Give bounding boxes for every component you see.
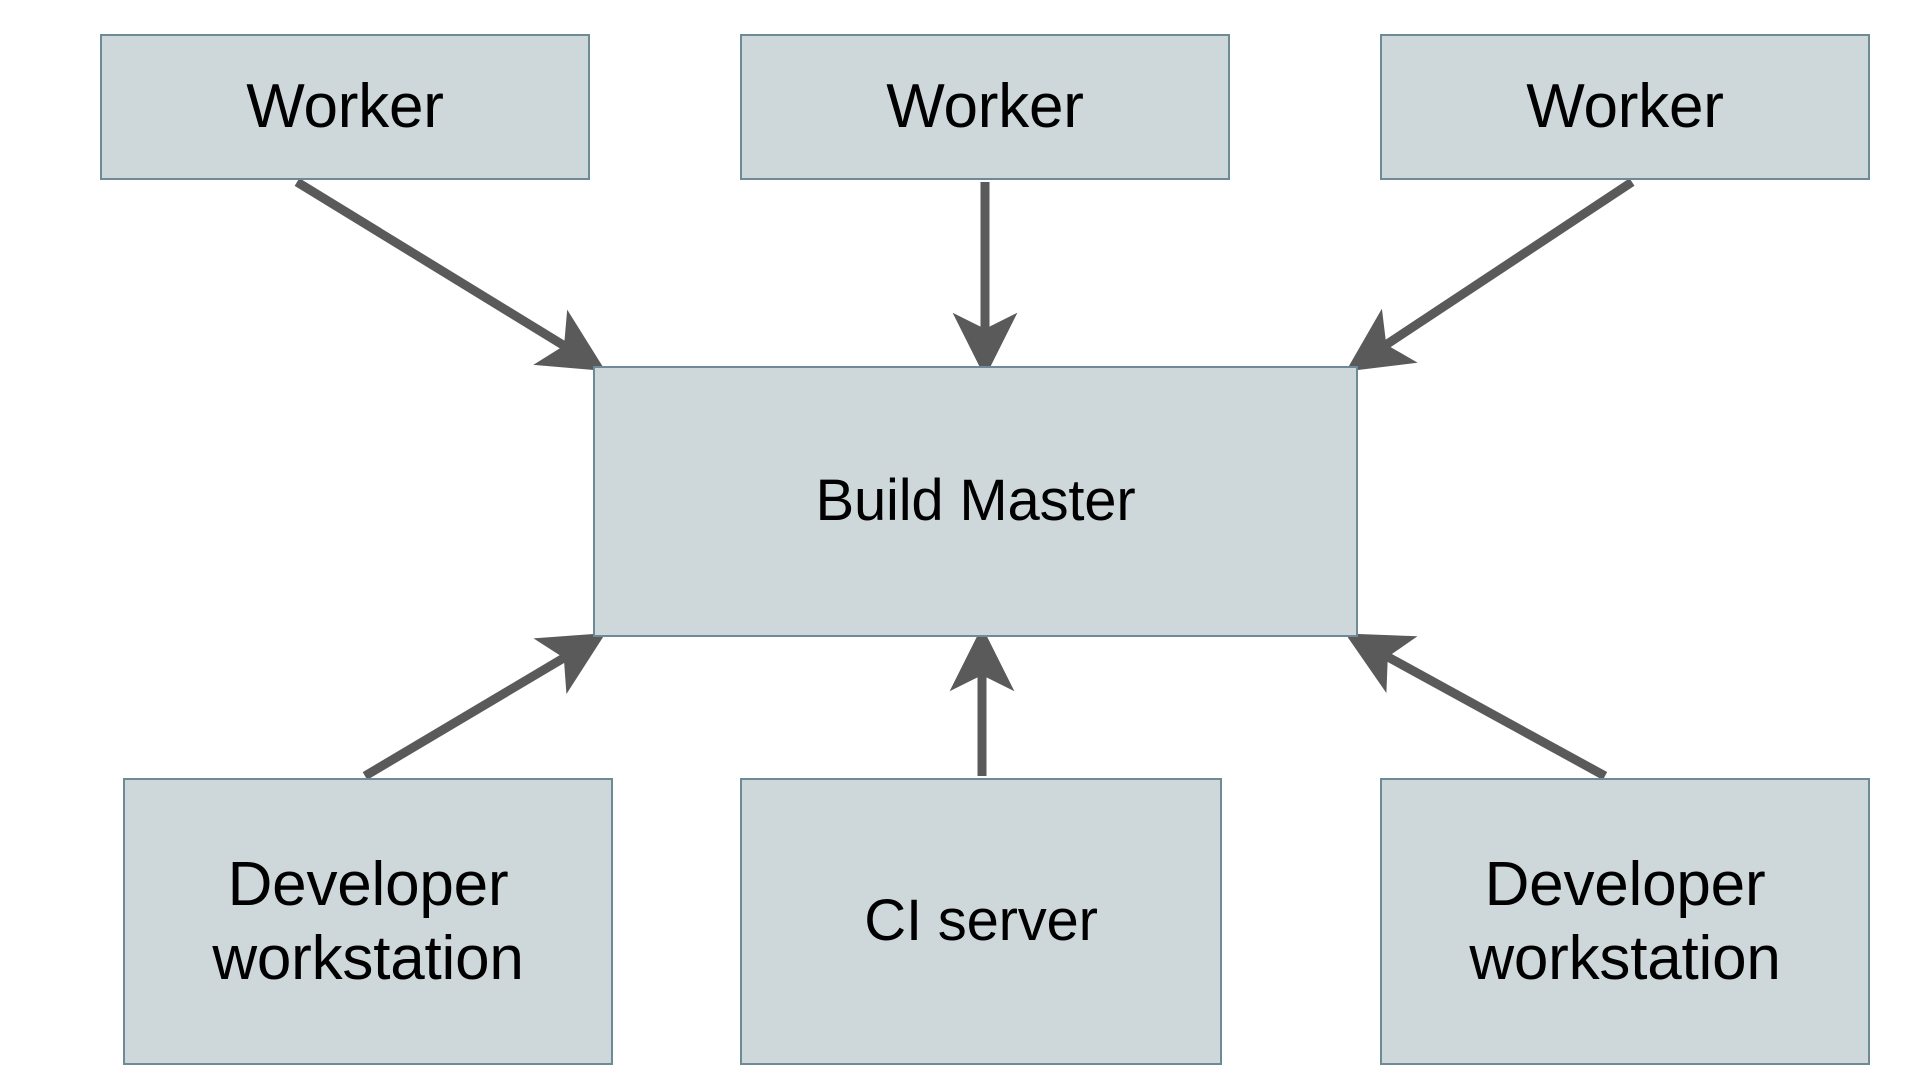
node-worker-2[interactable]: Worker — [740, 34, 1230, 180]
node-dev-workstation-right-label: Developer workstation — [1469, 850, 1781, 993]
node-dev-workstation-left[interactable]: Developer workstation — [123, 778, 613, 1065]
edge-worker-3-to-build-master — [1345, 178, 1635, 372]
node-build-master[interactable]: Build Master — [593, 366, 1358, 637]
node-worker-1[interactable]: Worker — [100, 34, 590, 180]
edge-worker-1-to-build-master — [294, 178, 606, 372]
node-dev-workstation-left-label: Developer workstation — [212, 850, 524, 993]
node-ci-server[interactable]: CI server — [740, 778, 1222, 1065]
node-ci-server-label: CI server — [864, 888, 1098, 954]
node-build-master-label: Build Master — [815, 468, 1136, 534]
edge-dev-workstation-left-to-build-master — [362, 633, 606, 780]
node-worker-3[interactable]: Worker — [1380, 34, 1870, 180]
node-dev-workstation-right[interactable]: Developer workstation — [1380, 778, 1870, 1065]
node-worker-2-label: Worker — [886, 72, 1084, 142]
node-worker-1-label: Worker — [246, 72, 444, 142]
edge-dev-workstation-right-to-build-master — [1345, 633, 1608, 780]
node-worker-3-label: Worker — [1526, 72, 1724, 142]
